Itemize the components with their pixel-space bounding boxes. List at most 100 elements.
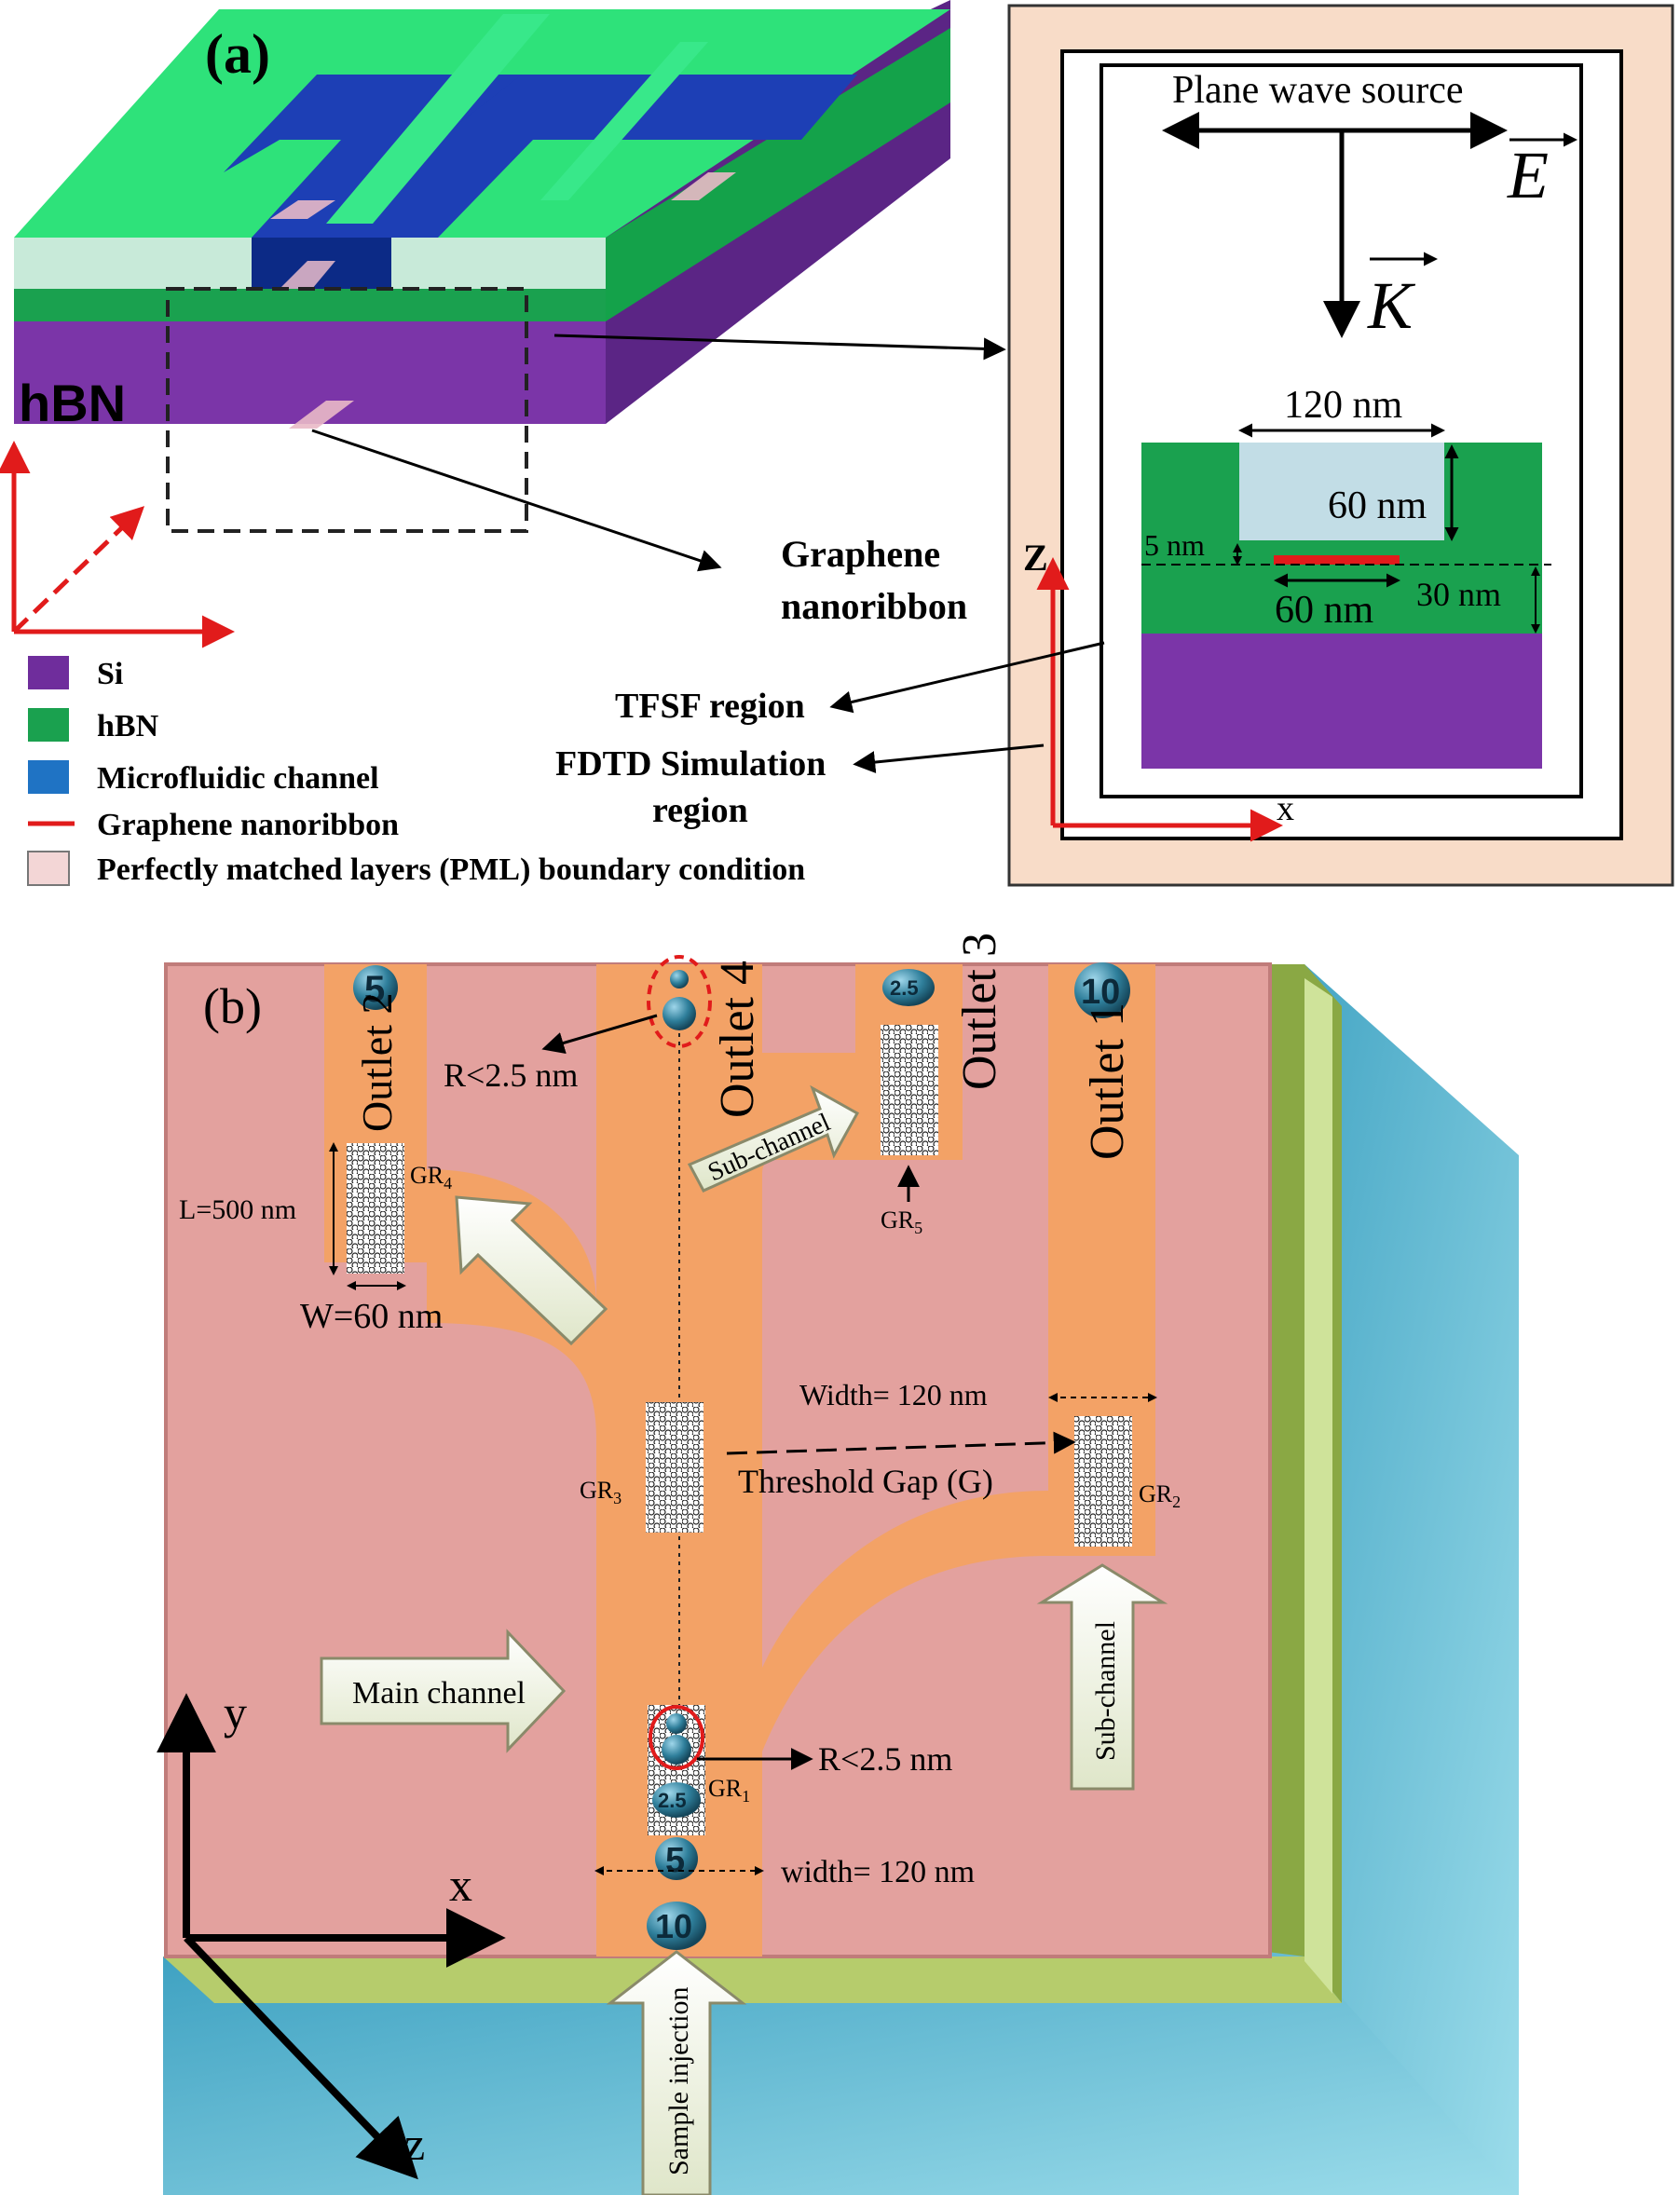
outlet-1-label: Outlet 1 [1081,1002,1134,1160]
axis-y-a [12,506,145,634]
radius-top-label: R<2.5 nm [444,1057,578,1094]
particle-gr1-small [666,1713,687,1734]
graphene-label-2: nanoribbon [781,585,967,627]
particle-outlet3-label: 2.5 [890,976,919,1000]
ribbon-top-2 [671,172,736,200]
panel-b-label: (b) [203,978,262,1034]
legend-label-hbn: hBN [97,709,159,743]
fdtd-label-1: FDTD Simulation [555,744,826,784]
radius-top-leader [541,1014,658,1055]
particle-outlet1-label: 10 [1081,973,1120,1012]
outlet-3-label: Outlet 3 [953,933,1006,1090]
outlet-4-label: Outlet 4 [711,961,764,1118]
arrow-sample-injection [606,1950,747,2195]
hbn-ridge-2 [540,42,708,200]
axis-z-inset-label: Z [1023,537,1048,579]
width-main-label: width= 120 nm [781,1855,975,1889]
graphene-callout-arrow [311,429,722,572]
axis-x-inset-label: x [1277,789,1294,828]
particle-gr1-25 [652,1782,701,1818]
dim-ribbon-label: 60 nm [1275,589,1374,632]
tfsf-region [1100,63,1583,798]
green-right-light [1304,978,1332,1994]
axis-z-label-a: Z [54,441,75,479]
threshold-line [726,1431,1076,1455]
gr2-label: GR2 [1139,1480,1181,1511]
axis-y-b-label: y [224,1686,247,1738]
axis-y-label-a: y [91,493,113,534]
width-sub-label: Width= 120 nm [799,1378,988,1411]
hbn-lower-front [14,289,606,321]
main-channel-label: Main channel [352,1676,526,1711]
outlet-2-label: Outlet 2 [353,993,401,1132]
plane-wave-label: Plane wave source [1172,69,1464,112]
gr1-circle [649,1705,704,1770]
arrow-main-channel [320,1629,567,1753]
legend-label-channel: Microfluidic channel [97,761,379,796]
particle-outlet4-small [670,970,689,988]
legend-swatch-pml [27,851,70,886]
ribbon-top-3 [289,401,354,429]
graphene-label-1: Graphene [781,533,940,575]
axis-z-b [184,1935,418,2180]
axis-x-b-label: x [449,1859,472,1911]
dim-60-label: 60 nm [1328,484,1427,527]
hbn-side-face [606,28,950,321]
particle-gr1-25-label: 2.5 [658,1789,687,1812]
particle-gr1-big [662,1735,691,1765]
e-vector-label: E [1507,138,1549,212]
particle-inlet-5-label: 5 [665,1841,685,1880]
glass-bottom [163,1956,1519,2195]
dim-5-label: 5 nm [1144,528,1205,562]
particle-outlet2-label: 5 [364,969,385,1010]
gr2-ribbon [1074,1416,1132,1547]
gr4-ribbon [347,1143,404,1274]
legend-swatch-si [28,656,69,689]
inset-channel [1239,443,1444,540]
arrow-sub-channel-top [687,1084,860,1193]
particle-inlet-10-label: 10 [655,1907,692,1945]
dim-120-label: 120 nm [1284,384,1403,427]
ribbon-front [280,261,335,289]
fdtd-leader [853,743,1045,774]
legend-label-graphene: Graphene nanoribbon [97,808,399,842]
inset-simulation [829,4,1674,887]
particle-outlet1 [1074,962,1130,1018]
dim-30-label: 30 nm [1416,576,1501,613]
legend-swatch-channel [28,760,69,794]
sub-channel-right-label: Sub-channel [1090,1621,1121,1761]
gr3-label: GR3 [580,1477,621,1507]
legend: Si hBN Microfluidic channel Graphene nan… [27,656,805,887]
particle-outlet2 [353,965,398,1010]
arrow-left-diag [455,1195,608,1346]
length-label: L=500 nm [179,1194,296,1225]
legend-label-si: Si [97,657,123,691]
si-label: Si [371,553,424,616]
k-vector-label: K [1367,268,1416,343]
particle-outlet4-big [662,997,696,1030]
legend-label-pml: Perfectly matched layers (PML) boundary … [97,852,805,887]
branch-right [762,1491,1048,1752]
hbn-label: hBN [19,374,126,432]
inset-callout-arrow [553,334,1006,361]
inset-graphene [1274,555,1400,565]
dashed-region [166,287,528,533]
w-label: W=60 nm [300,1297,443,1336]
panel-a-label: (a) [205,23,270,85]
threshold-label: Threshold Gap (G) [738,1463,993,1500]
hbn-front-left [14,238,252,289]
green-bottom [163,1956,1342,2003]
gr5-label: GR5 [881,1207,922,1237]
sample-injection-label: Sample injection [663,1987,694,2175]
axis-x-label-a: x [225,589,243,628]
gr3-ribbon [646,1402,703,1533]
outlet4-circle [647,955,712,1048]
hbn-front-right [391,238,606,289]
ribbon-top-1 [270,200,335,219]
arrow-sub-channel-right [1036,1563,1168,1791]
tfsf-leader [829,641,1105,714]
legend-swatch-hbn [28,708,69,742]
device-3d [14,0,950,533]
tfsf-label: TFSF region [615,687,805,726]
fdtd-label-2: region [652,791,748,830]
